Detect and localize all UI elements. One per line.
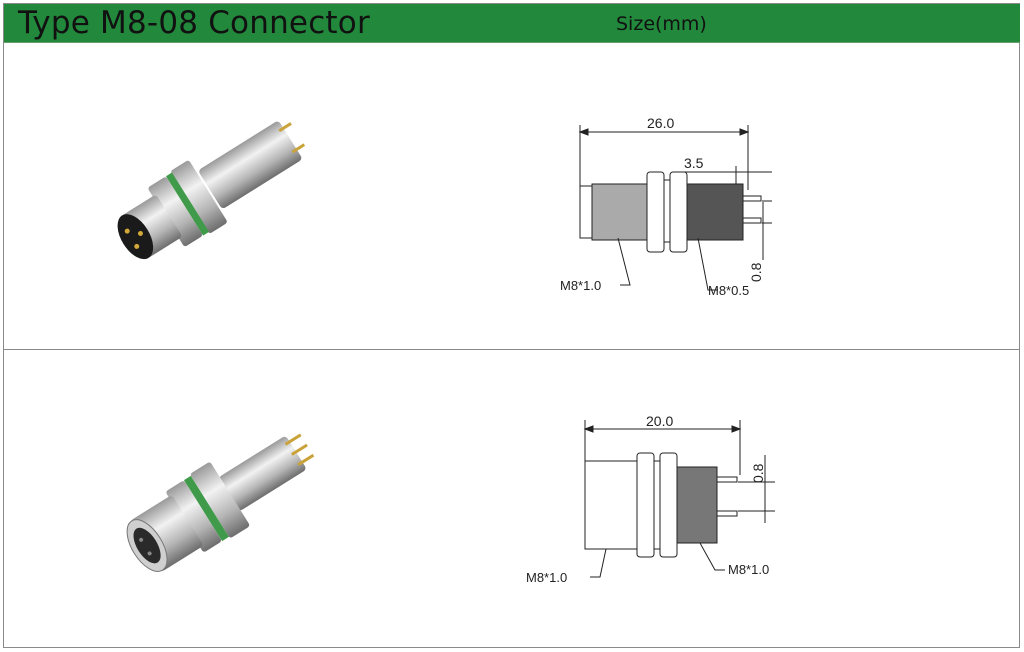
dim-length: 20.0 — [646, 413, 673, 429]
female-connector-photo — [126, 433, 315, 572]
dim-length: 26.0 — [647, 115, 674, 131]
dim-pin-spacing: 0.8 — [748, 262, 764, 282]
size-column-label: Size(mm) — [616, 13, 707, 35]
female-connector-drawing: 20.0 0.8 M8*1.0 M8*1.0 — [526, 413, 775, 585]
rear-thread-label: M8*1.0 — [728, 562, 769, 577]
dim-pin-spacing: 0.8 — [750, 463, 766, 483]
table-frame — [3, 3, 1020, 648]
dim-pin-length: 3.5 — [684, 155, 704, 171]
male-connector-drawing: 26.0 3.5 0.8 M8*1.0 M8*0.5 — [560, 115, 772, 298]
male-connector-photo — [117, 121, 306, 260]
page-title: Type M8-08 Connector — [18, 5, 370, 41]
front-thread-label: M8*1.0 — [526, 570, 567, 585]
header-bar: Type M8-08 Connector Size(mm) — [4, 4, 1020, 43]
row-divider — [4, 349, 1020, 350]
front-thread-label: M8*1.0 — [560, 278, 601, 293]
rear-thread-label: M8*0.5 — [708, 283, 749, 298]
